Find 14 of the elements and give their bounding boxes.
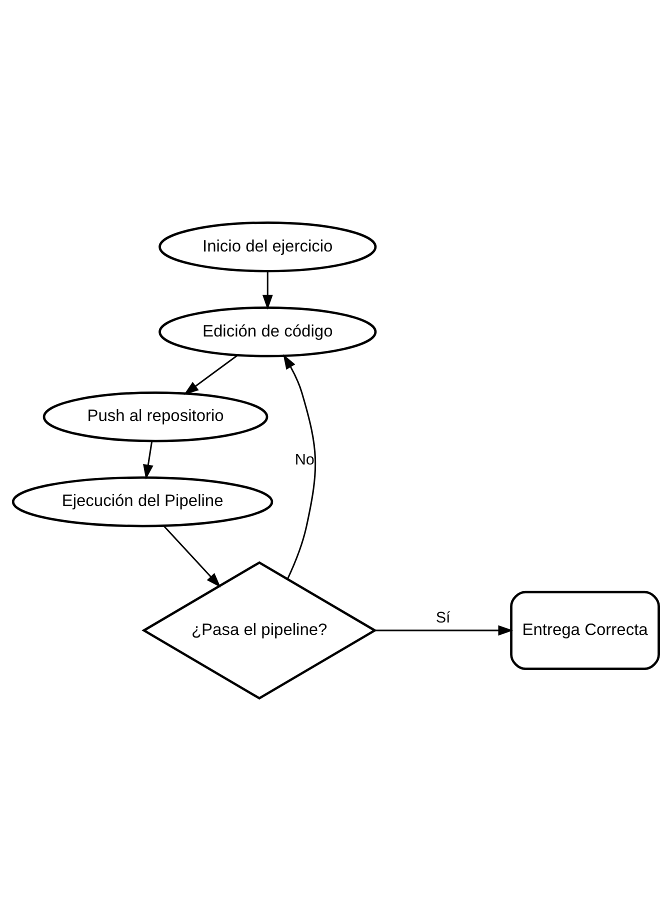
node-ellipse: Push al repositorio <box>42 391 268 442</box>
edge-label: No <box>294 452 314 469</box>
node-diamond: ¿Pasa el pipeline? <box>142 561 378 700</box>
arrow <box>375 625 514 636</box>
edge-label: Sí <box>436 610 450 627</box>
arrow <box>163 526 221 588</box>
node-ellipse: Inicio del ejercicio <box>158 222 377 272</box>
node-ellipse: Edición de código <box>158 306 377 358</box>
arrow <box>283 354 316 580</box>
arrow <box>262 272 273 310</box>
arrow <box>143 440 154 480</box>
arrow <box>184 354 238 395</box>
node-ellipse: Ejecución del Pipeline <box>12 476 274 528</box>
node-box: Entrega Correcta <box>510 590 660 670</box>
